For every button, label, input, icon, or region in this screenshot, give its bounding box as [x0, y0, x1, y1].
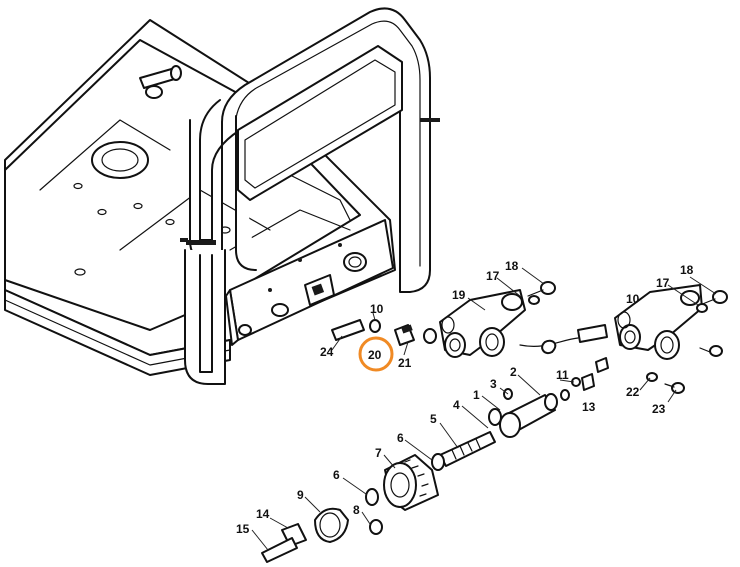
- part-label-9[interactable]: 9: [297, 488, 304, 502]
- nozzle-assembly: [261, 388, 570, 563]
- part-label-2[interactable]: 2: [510, 365, 517, 379]
- pump-manifold-right: [614, 284, 703, 360]
- pump-manifold-left: [439, 289, 526, 358]
- part-label-10a[interactable]: 10: [370, 302, 384, 316]
- part-label-4[interactable]: 4: [453, 398, 460, 412]
- highlight-ring[interactable]: [358, 336, 394, 372]
- part-label-3[interactable]: 3: [490, 377, 497, 391]
- part-label-14[interactable]: 14: [256, 507, 270, 521]
- tubular-handle: [180, 7, 440, 385]
- part-label-15[interactable]: 15: [236, 522, 250, 536]
- part-label-18b[interactable]: 18: [680, 263, 694, 277]
- part-label-1[interactable]: 1: [473, 388, 480, 402]
- part-label-24[interactable]: 24: [320, 345, 334, 359]
- part-number-labels: 1 2 3 4 5 6 6 7 8 9 10 10 11 13 14 15 17…: [236, 259, 694, 536]
- part-label-5[interactable]: 5: [430, 412, 437, 426]
- part-label-6a[interactable]: 6: [397, 431, 404, 445]
- part-label-17a[interactable]: 17: [486, 269, 500, 283]
- part-label-21[interactable]: 21: [398, 356, 412, 370]
- small-hardware: [331, 281, 728, 394]
- part-label-17b[interactable]: 17: [656, 276, 670, 290]
- part-label-18a[interactable]: 18: [505, 259, 519, 273]
- part-label-8[interactable]: 8: [353, 503, 360, 517]
- part-label-22[interactable]: 22: [626, 385, 640, 399]
- part-label-11[interactable]: 11: [556, 368, 569, 382]
- part-label-6b[interactable]: 6: [333, 468, 340, 482]
- part-label-13[interactable]: 13: [582, 400, 596, 414]
- part-label-10b[interactable]: 10: [626, 292, 640, 306]
- part-label-7[interactable]: 7: [375, 446, 382, 460]
- leader-lines: [251, 267, 717, 551]
- part-label-20[interactable]: 20: [368, 348, 382, 362]
- part-label-19[interactable]: 19: [452, 288, 466, 302]
- part-label-23[interactable]: 23: [652, 402, 666, 416]
